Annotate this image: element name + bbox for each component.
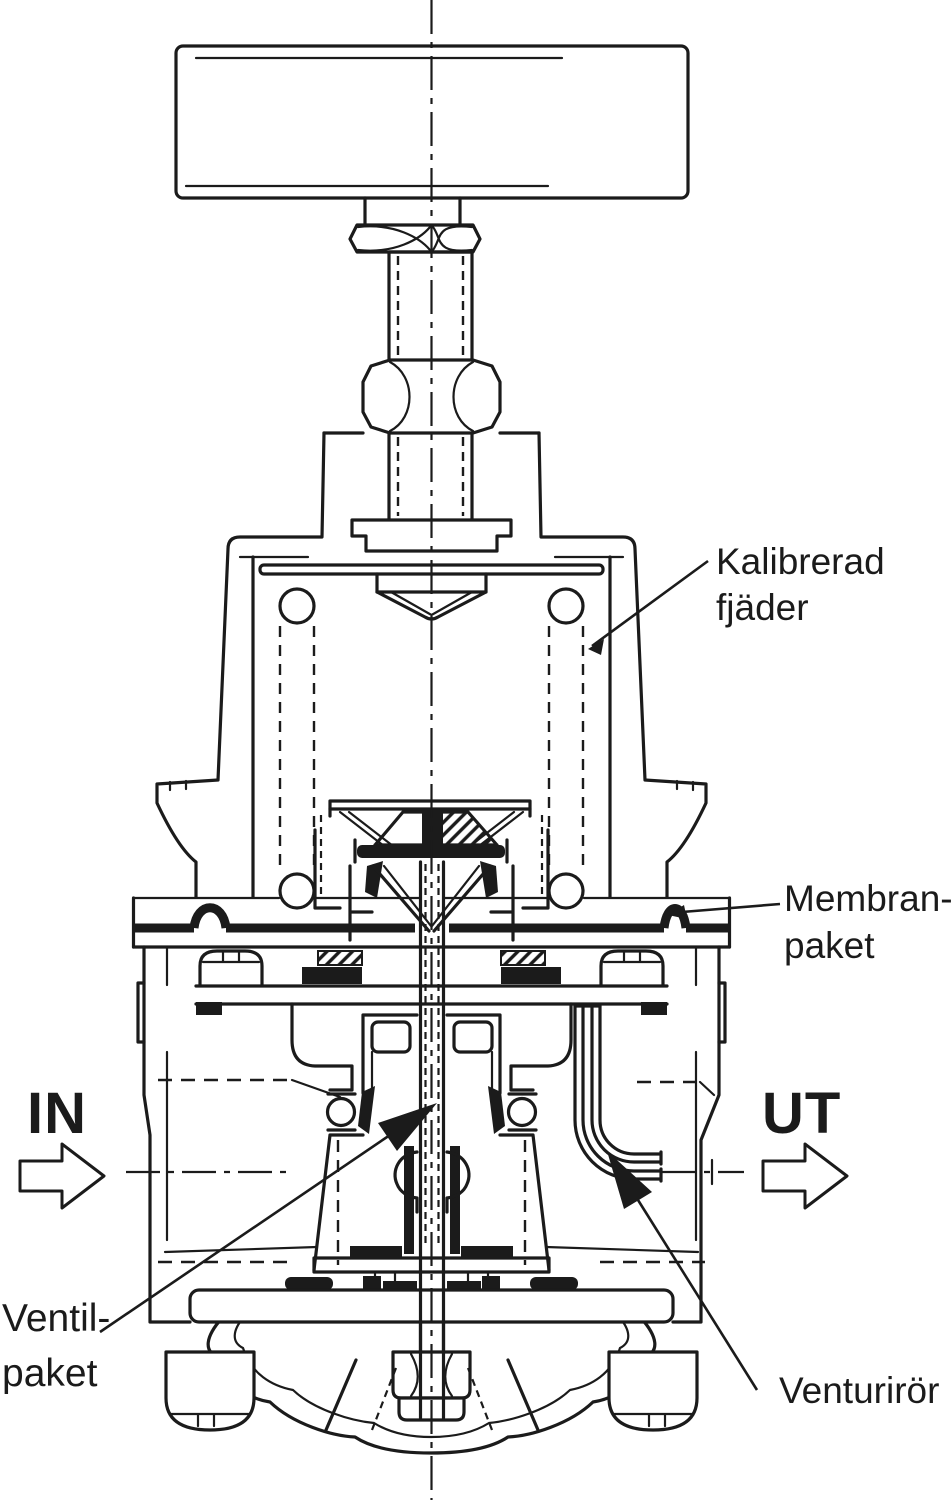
adjusting-screw: [348, 196, 502, 522]
valve-label-line1: Ventil-: [2, 1297, 110, 1340]
valve-label-line2: paket: [2, 1352, 98, 1395]
membrane-label-line2: paket: [784, 925, 875, 966]
venturi-label: Venturirör: [779, 1370, 939, 1411]
leader-arrowhead-icon: [607, 1151, 652, 1209]
annotation-membrane: Membran- paket: [668, 878, 952, 966]
annotation-spring: Kalibrerad fjäder: [588, 541, 885, 655]
spring-housing-bonnet: [155, 431, 708, 899]
leader-arrowhead-icon: [378, 1103, 437, 1151]
venturi-tube: [573, 1004, 663, 1183]
annotation-venturi: Venturirör: [607, 1151, 939, 1411]
outlet-label: UT: [762, 1081, 841, 1146]
valve-package: [285, 1013, 578, 1302]
calibrated-spring: [278, 587, 585, 910]
membrane: [131, 896, 732, 949]
leader-arrowhead-icon: [588, 639, 604, 655]
inlet-arrow-icon: [18, 1142, 106, 1210]
leader-arrowhead-icon: [668, 905, 687, 919]
annotation-valve: Ventil- paket: [2, 1103, 437, 1395]
spring-label-line1: Kalibrerad: [716, 541, 885, 582]
outlet-marker: UT: [761, 1081, 849, 1210]
membrane-label-line1: Membran-: [784, 878, 952, 919]
diaphragm-assembly: [313, 799, 550, 1417]
outlet-arrow-icon: [761, 1142, 849, 1210]
flow-axis-line: [126, 1158, 744, 1186]
body-flange: [194, 949, 669, 1015]
inlet-marker: IN: [18, 1081, 106, 1210]
inlet-label: IN: [27, 1081, 87, 1146]
valve-body: [136, 945, 727, 1324]
spring-label-line2: fjäder: [716, 587, 809, 628]
